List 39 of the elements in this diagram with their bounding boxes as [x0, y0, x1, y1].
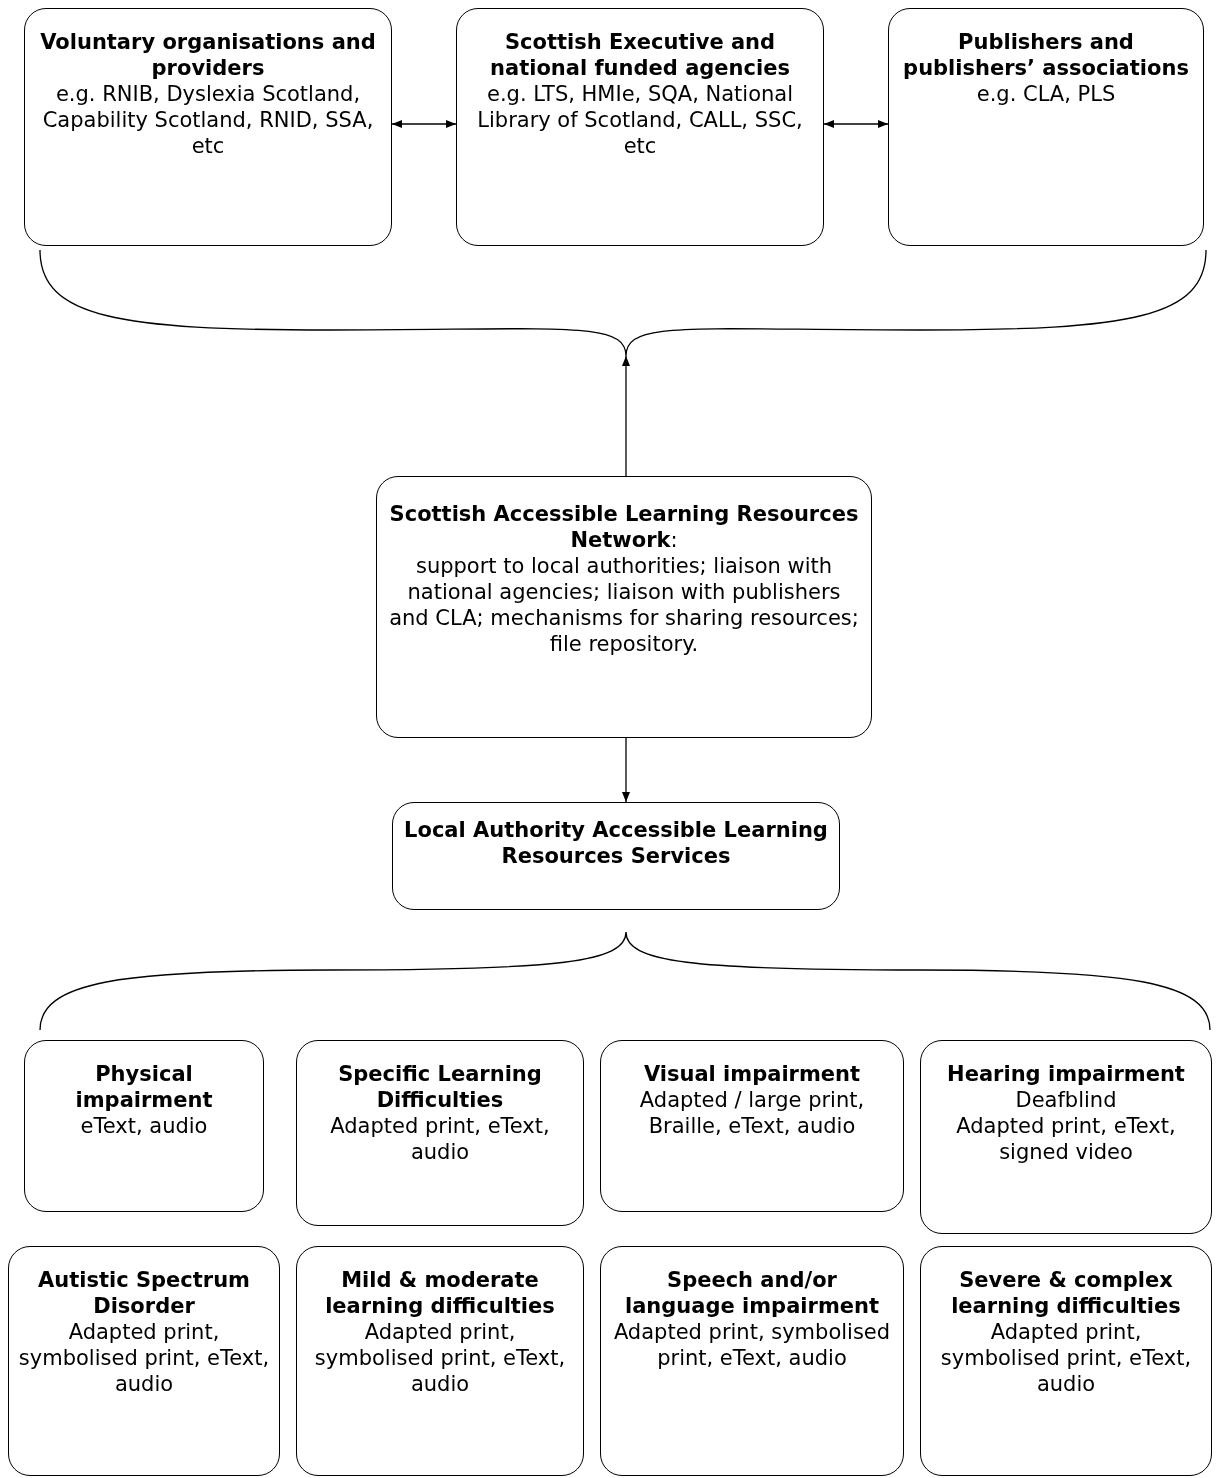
rounded-box	[8, 1246, 280, 1476]
box-text: e.g. LTS, HMIe, SQA, National Library of Scotland, CALL, SSC, etc	[476, 81, 804, 159]
rounded-box	[296, 1040, 584, 1226]
arrow	[391, 119, 457, 129]
box-text: eText, audio	[79, 1113, 209, 1139]
arrow	[823, 119, 889, 129]
box-heading: Hearing impairment	[946, 1061, 1186, 1087]
rounded-box	[888, 8, 1204, 246]
rounded-box	[24, 8, 392, 246]
box-text: Adapted print, eText, audio	[329, 1113, 551, 1165]
box-heading: Speech and/or language impairment	[624, 1267, 880, 1319]
box-text: Adapted print, symbolised print, eText, audio	[17, 1319, 271, 1397]
box-heading: Visual impairment	[642, 1061, 862, 1087]
rounded-box	[24, 1040, 264, 1212]
box-heading: Scottish Accessible Learning Resources Network:	[388, 501, 860, 553]
box-text: Deafblind	[1014, 1087, 1118, 1113]
rounded-box	[456, 8, 824, 246]
box-text: support to local authorities; liaison with national agencies; liaison with publishers and CLA; mechanisms for sharing resources; file repository.	[388, 553, 860, 657]
arrow	[621, 355, 631, 477]
rounded-box	[376, 476, 872, 738]
box-text: e.g. RNIB, Dyslexia Scotland, Capability Scotland, RNID, SSA, etc	[41, 81, 375, 159]
box-heading: Severe & complex learning difficulties	[950, 1267, 1182, 1319]
rounded-box	[296, 1246, 584, 1476]
box-heading: Local Authority Accessible Learning Resources Services	[403, 817, 829, 869]
box-text: Adapted / large print, Braille, eText, audio	[638, 1087, 866, 1139]
arrow	[621, 737, 631, 803]
rounded-box	[920, 1246, 1212, 1476]
box-text: Adapted print, symbolised print, eText, audio	[313, 1319, 567, 1397]
box-heading: Specific Learning Difficulties	[337, 1061, 543, 1113]
box-text: Adapted print, eText, signed video	[955, 1113, 1177, 1165]
box-text: Adapted print, symbolised print, eText, audio	[939, 1319, 1193, 1397]
box-text: e.g. CLA, PLS	[975, 81, 1117, 107]
box-text: Adapted print, symbolised print, eText, audio	[612, 1319, 892, 1371]
rounded-box	[600, 1246, 904, 1476]
box-heading: Mild & moderate learning difficulties	[324, 1267, 556, 1319]
rounded-box	[920, 1040, 1212, 1234]
rounded-box	[392, 802, 840, 910]
rounded-box	[600, 1040, 904, 1212]
box-heading: Autistic Spectrum Disorder	[37, 1267, 251, 1319]
